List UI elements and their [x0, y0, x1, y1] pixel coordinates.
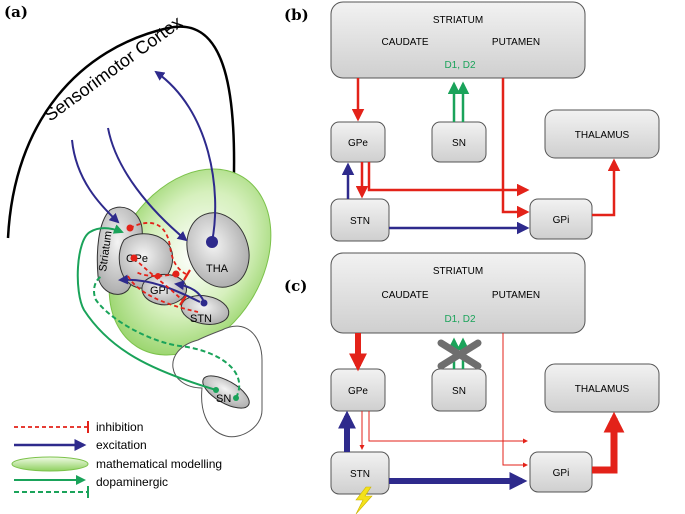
c-arrows [338, 333, 625, 490]
c-striatum-box [330, 252, 586, 334]
sn-origin-dot-1 [213, 387, 219, 393]
b-receptors: D1, D2 [444, 60, 476, 71]
stn-nucleus [180, 295, 230, 325]
b-thalamus-label: THALAMUS [575, 130, 630, 141]
panel-c-label: (c) [284, 277, 307, 295]
cortex-label: Sensorimotor Cortex [41, 12, 186, 125]
sn-label: SN [216, 393, 231, 405]
legend: inhibition excitation mathematical model… [11, 420, 222, 498]
c-sn-label: SN [452, 386, 466, 397]
panel-b: (b) STRIATUM CAUDATE PUTAMEN D1, D2 GPe … [284, 1, 660, 242]
x-cross-icon [437, 339, 482, 370]
dopaminergic-dashed-pathway [93, 275, 241, 399]
c-stn-label: STN [350, 469, 370, 480]
tha-label: THA [206, 263, 229, 275]
cortex-outline [6, 25, 236, 251]
dopaminergic-solid-pathway [76, 224, 217, 391]
panel-a-label: (a) [4, 3, 28, 21]
lightning-bolt-icon [355, 486, 373, 514]
c-thalamus-box [544, 363, 660, 413]
legend-dopaminergic: dopaminergic [96, 475, 168, 489]
gpi-label: GPi [150, 285, 168, 297]
stn-label: STN [190, 313, 212, 325]
b-arrows [341, 78, 621, 235]
b-thalamus-box [544, 109, 660, 159]
c-receptors: D1, D2 [444, 314, 476, 325]
c-caudate: CAUDATE [381, 290, 428, 301]
b-caudate: CAUDATE [381, 37, 428, 48]
b-gpe-box [330, 121, 386, 163]
b-striatum-box [330, 1, 586, 79]
inhibition-bars [179, 269, 191, 306]
b-gpi-label: GPi [553, 215, 570, 226]
b-stn-box [330, 198, 390, 242]
legend-inhibition: inhibition [96, 420, 143, 434]
c-gpi-label: GPi [553, 468, 570, 479]
striatum-label: Striatum [97, 230, 115, 272]
c-striatum-title: STRIATUM [433, 266, 483, 277]
b-sn-box [431, 121, 487, 163]
sn-origin-dot-2 [233, 395, 239, 401]
c-putamen: PUTAMEN [492, 290, 540, 301]
c-thalamus-label: THALAMUS [575, 384, 630, 395]
c-stn-box [330, 451, 390, 495]
legend-excitation: excitation [96, 438, 147, 452]
b-gpi-box [529, 198, 593, 240]
panel-a: (a) Sensorimotor Cortex Striatum GPe GPi… [4, 3, 272, 498]
inhibition-dots [126, 224, 180, 279]
stn-origin-dot [200, 299, 208, 307]
b-stn-label: STN [350, 216, 370, 227]
b-striatum-title: STRIATUM [433, 15, 483, 26]
b-putamen: PUTAMEN [492, 37, 540, 48]
b-sn-label: SN [452, 138, 466, 149]
legend-modelling: mathematical modelling [96, 457, 222, 471]
tha-nucleus [186, 212, 250, 288]
b-gpe-label: GPe [348, 138, 368, 149]
excitation-pathways [71, 70, 217, 303]
c-gpe-label: GPe [348, 386, 368, 397]
tha-origin-dot [206, 236, 218, 248]
panel-b-label: (b) [284, 6, 309, 24]
panel-c: (c) STRIATUM CAUDATE PUTAMEN D1, D2 GPe … [284, 252, 660, 514]
c-sn-box [431, 368, 487, 412]
